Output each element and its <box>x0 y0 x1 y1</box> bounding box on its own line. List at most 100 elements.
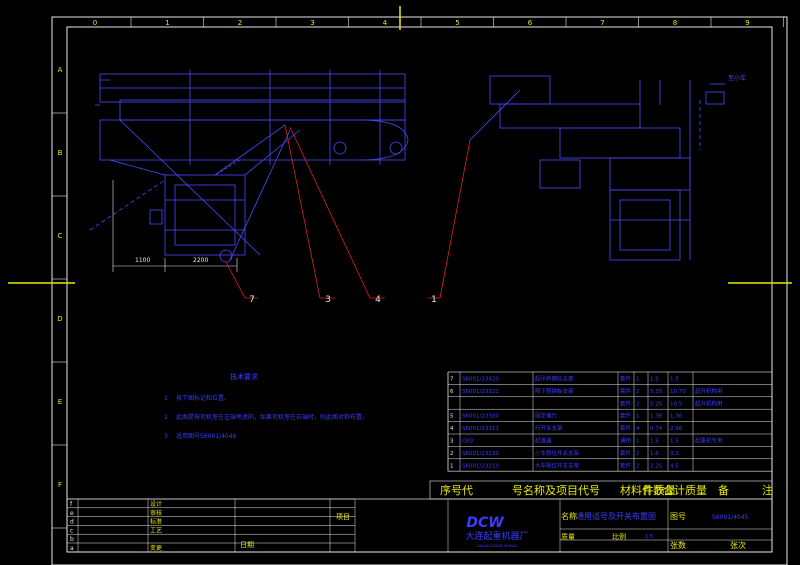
weight-label: 质量 <box>561 532 575 541</box>
date-label: 日期 <box>240 541 254 549</box>
callout-4: 4 <box>375 295 381 305</box>
parts-header-cell: 备 <box>718 483 729 497</box>
parts-cell-code: OX3 <box>462 439 474 445</box>
parts-cell-name: 行开关支架 <box>535 424 563 432</box>
note-1-text: 按下图标记和位置。 <box>176 394 230 402</box>
parts-cell-w1: 1.5 <box>650 377 659 383</box>
parts-cell-seq: 7 <box>450 377 454 383</box>
sheets-label: 张数 <box>670 540 686 550</box>
rev-row-label: 标准 <box>150 518 162 526</box>
parts-cell-w2: 10.70 <box>670 389 686 395</box>
parts-cell-qty: 2 <box>636 451 640 457</box>
grid-col-label: 3 <box>310 19 314 27</box>
parts-cell-qty: 1 <box>636 439 640 445</box>
scale-label: 比例 <box>612 532 626 541</box>
parts-cell-qty: 4 <box>636 426 640 432</box>
parts-cell-code: S6001/23300 <box>462 414 499 420</box>
parts-cell-code: S6001/23420 <box>462 377 499 383</box>
rev-row-id: f <box>70 501 73 508</box>
parts-cell-w2: 4.5 <box>670 463 679 469</box>
rev-row-id: b <box>70 536 74 543</box>
callout-3: 3 <box>325 295 331 305</box>
grid-row-label: D <box>57 315 62 323</box>
parts-cell-w1: 0.74 <box>650 426 663 432</box>
note-1-num: 1 <box>164 395 168 402</box>
drawing-no-label: 图号 <box>670 512 686 521</box>
parts-header-cell: 件质量 <box>643 484 676 497</box>
callout-7: 7 <box>249 295 255 305</box>
grid-row-label: E <box>58 398 62 406</box>
grid-col-label: 2 <box>238 19 242 27</box>
callouts: 7 3 4 1 <box>249 295 437 305</box>
rev-row-label: 审核 <box>150 509 162 517</box>
parts-cell-note: 起升机构用 <box>695 387 723 395</box>
company-name-en: DALIAN CRANE WORKS <box>477 544 518 548</box>
rev-row-id: a <box>70 545 74 552</box>
parts-cell-name: 固定撞尺 <box>535 412 558 420</box>
parts-cell-unit: 套件 <box>620 399 632 407</box>
grid-col-label: 9 <box>745 19 749 27</box>
inner-frame <box>66 26 773 553</box>
parts-header-cell: 注 <box>762 483 773 497</box>
parts-cell-note: 起升机构用 <box>695 399 723 407</box>
parts-cell-w2: 1.5 <box>670 377 679 383</box>
grid-col-label: 1 <box>165 19 169 27</box>
scale-value: 1:5 <box>645 534 653 540</box>
drawing-no: S6001/4045 <box>712 514 749 521</box>
parts-cell-code: S6001/23321 <box>462 389 499 395</box>
rev-row-label: 工艺 <box>150 526 162 534</box>
parts-cell-unit: 套件 <box>620 449 632 457</box>
grid-ticks <box>52 17 784 529</box>
parts-cell-seq: 2 <box>450 451 454 457</box>
parts-cell-w2: 1.5 <box>670 439 679 445</box>
technical-notes: 技术要求 1 按下图标记和位置。 2 此图是按司机室在左端考虑的，如果司机室在右… <box>164 372 368 440</box>
drawing-name: 通用适号及开关布置图 <box>576 511 656 521</box>
parts-cell-code: S6001/23210 <box>462 463 499 469</box>
parts-cell-name: 大车限位开关支架 <box>535 461 580 469</box>
leader-lines <box>225 124 471 299</box>
rev-row-label: 设计 <box>150 500 162 508</box>
parts-cell-unit: 套件 <box>620 412 632 420</box>
company-logo: DCW <box>466 515 504 531</box>
right-end-view <box>469 75 725 261</box>
grid-col-label: 5 <box>455 19 459 27</box>
notes-title: 技术要求 <box>230 372 258 381</box>
annotation-right: 至小车 <box>728 74 746 82</box>
grid-row-label: B <box>58 149 63 157</box>
note-3-text: 适用图号S6001/4046 <box>176 432 237 440</box>
parts-cell-seq: 1 <box>450 463 454 469</box>
parts-cell-seq: 3 <box>450 439 454 445</box>
dimension-2200: 2200 <box>193 257 208 264</box>
parts-cell-seq: 6 <box>450 389 454 395</box>
parts-header-cell: 号名称及项目代号 <box>512 483 600 497</box>
note-2-num: 2 <box>164 414 168 421</box>
parts-cell-code: S6001/23311 <box>462 426 499 432</box>
item-label: 项目 <box>336 513 350 521</box>
rev-row-id: c <box>70 527 73 534</box>
rev-row-id: d <box>70 519 74 526</box>
parts-cell-qty: 1 <box>636 414 640 420</box>
company-name: 大连起重机器厂 <box>465 530 528 542</box>
grid-col-label: 0 <box>93 19 97 27</box>
parts-cell-qty: 2 <box>636 463 640 469</box>
parts-cell-unit: 套件 <box>620 424 632 432</box>
parts-cell-w1: 1.36 <box>650 414 663 420</box>
sheet-label: 张次 <box>730 540 746 550</box>
grid-col-label: 8 <box>673 19 677 27</box>
grid-row-label: C <box>58 232 63 240</box>
parts-cell-w1: 5.25 <box>650 401 663 407</box>
name-label: 名称 <box>561 511 577 521</box>
parts-cell-name: 限下限钢板支架 <box>535 387 574 395</box>
center-marks <box>8 6 792 284</box>
outer-frame <box>51 16 788 565</box>
parts-cell-note: 起重机专用 <box>695 437 723 445</box>
parts-cell-unit: 套件 <box>620 387 632 395</box>
parts-cell-w2: 10.5 <box>670 401 683 407</box>
parts-cell-qty: 1 <box>636 377 640 383</box>
dimension-1100: 1100 <box>135 257 150 264</box>
note-3-num: 3 <box>164 433 168 440</box>
